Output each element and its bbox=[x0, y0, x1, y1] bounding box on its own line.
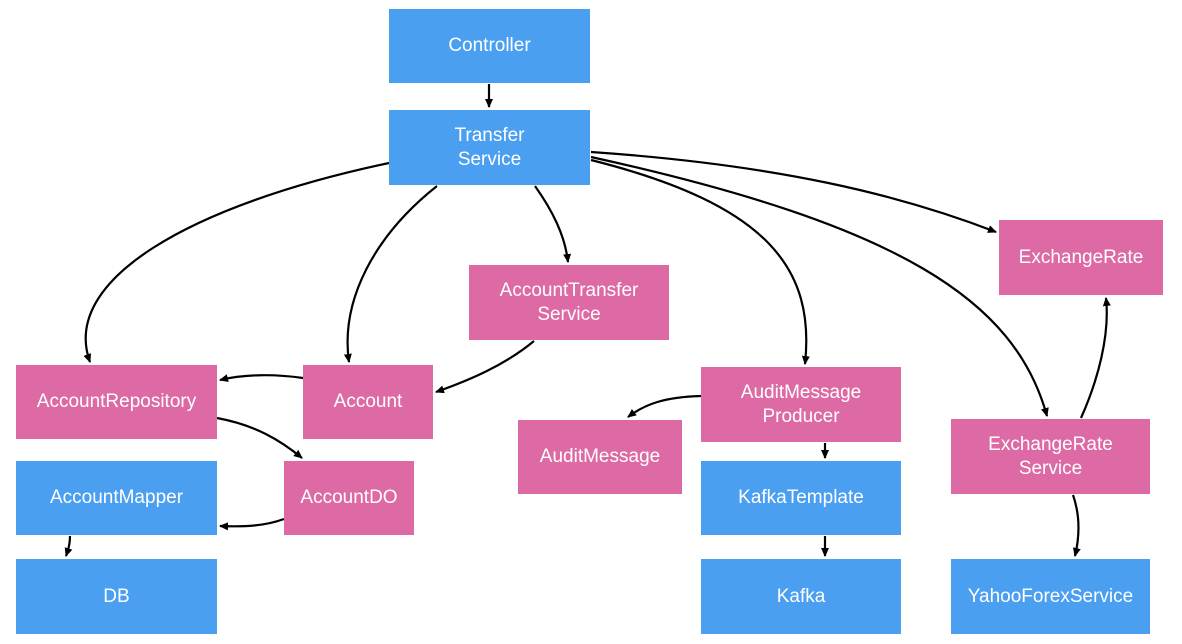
edge-exchange-rate-service-to-exchange-rate bbox=[1079, 297, 1111, 419]
node-label-line: AccountTransfer bbox=[499, 279, 639, 301]
node-label-line: YahooForexService bbox=[967, 585, 1134, 607]
edge-transfer-service-to-account bbox=[343, 185, 438, 363]
node-label-line: AccountRepository bbox=[36, 391, 197, 412]
node-label-line: KafkaTemplate bbox=[738, 487, 864, 508]
node-label-line: Kafka bbox=[776, 585, 826, 607]
node-db: DB bbox=[16, 559, 217, 634]
edge-account-mapper-to-db bbox=[64, 535, 73, 557]
node-account-repository: AccountRepository bbox=[16, 365, 217, 439]
node-label-line: DB bbox=[103, 585, 130, 607]
edge-account-repository-to-account-do bbox=[216, 416, 303, 459]
node-kafka: Kafka bbox=[701, 559, 901, 634]
edge-transfer-service-to-account-repository bbox=[83, 161, 390, 363]
node-label-line: Controller bbox=[448, 35, 531, 56]
node-label-line: ExchangeRate bbox=[988, 433, 1113, 455]
edge-account-do-to-account-mapper bbox=[219, 517, 285, 531]
node-account-do: AccountDO bbox=[284, 461, 414, 535]
edge-transfer-service-to-exchange-rate-service bbox=[590, 155, 1049, 417]
node-label-line: AccountMapper bbox=[49, 487, 184, 508]
edge-exchange-rate-service-to-yahoo-forex-service bbox=[1071, 494, 1081, 557]
node-yahoo-forex-service: YahooForexService bbox=[951, 559, 1150, 634]
node-controller: Controller bbox=[389, 9, 590, 83]
node-label-line: AccountDO bbox=[300, 487, 398, 508]
node-label-line: Service bbox=[457, 148, 522, 170]
node-audit-message: AuditMessage bbox=[518, 420, 682, 494]
node-account: Account bbox=[303, 365, 433, 439]
node-kafka-template: KafkaTemplate bbox=[701, 461, 901, 535]
node-label-line: Service bbox=[537, 303, 601, 325]
edge-transfer-service-to-account-transfer-service bbox=[534, 185, 572, 263]
node-label-line: ExchangeRate bbox=[1018, 246, 1144, 268]
edge-account-to-account-repository bbox=[219, 374, 304, 383]
node-label-line: Producer bbox=[762, 405, 840, 427]
node-label-line: Account bbox=[333, 391, 403, 412]
edge-transfer-service-to-audit-message-producer bbox=[590, 158, 810, 365]
edge-transfer-service-to-exchange-rate bbox=[590, 150, 997, 234]
node-label-line: AuditMessage bbox=[539, 446, 661, 467]
node-label-line: Transfer bbox=[454, 124, 525, 146]
node-label-line: AuditMessage bbox=[740, 381, 862, 403]
node-account-mapper: AccountMapper bbox=[16, 461, 217, 535]
edge-audit-message-producer-to-audit-message bbox=[627, 394, 702, 418]
node-label-line: Service bbox=[1018, 457, 1083, 479]
node-exchange-rate: ExchangeRate bbox=[999, 220, 1163, 295]
edge-account-transfer-service-to-account bbox=[435, 340, 535, 394]
